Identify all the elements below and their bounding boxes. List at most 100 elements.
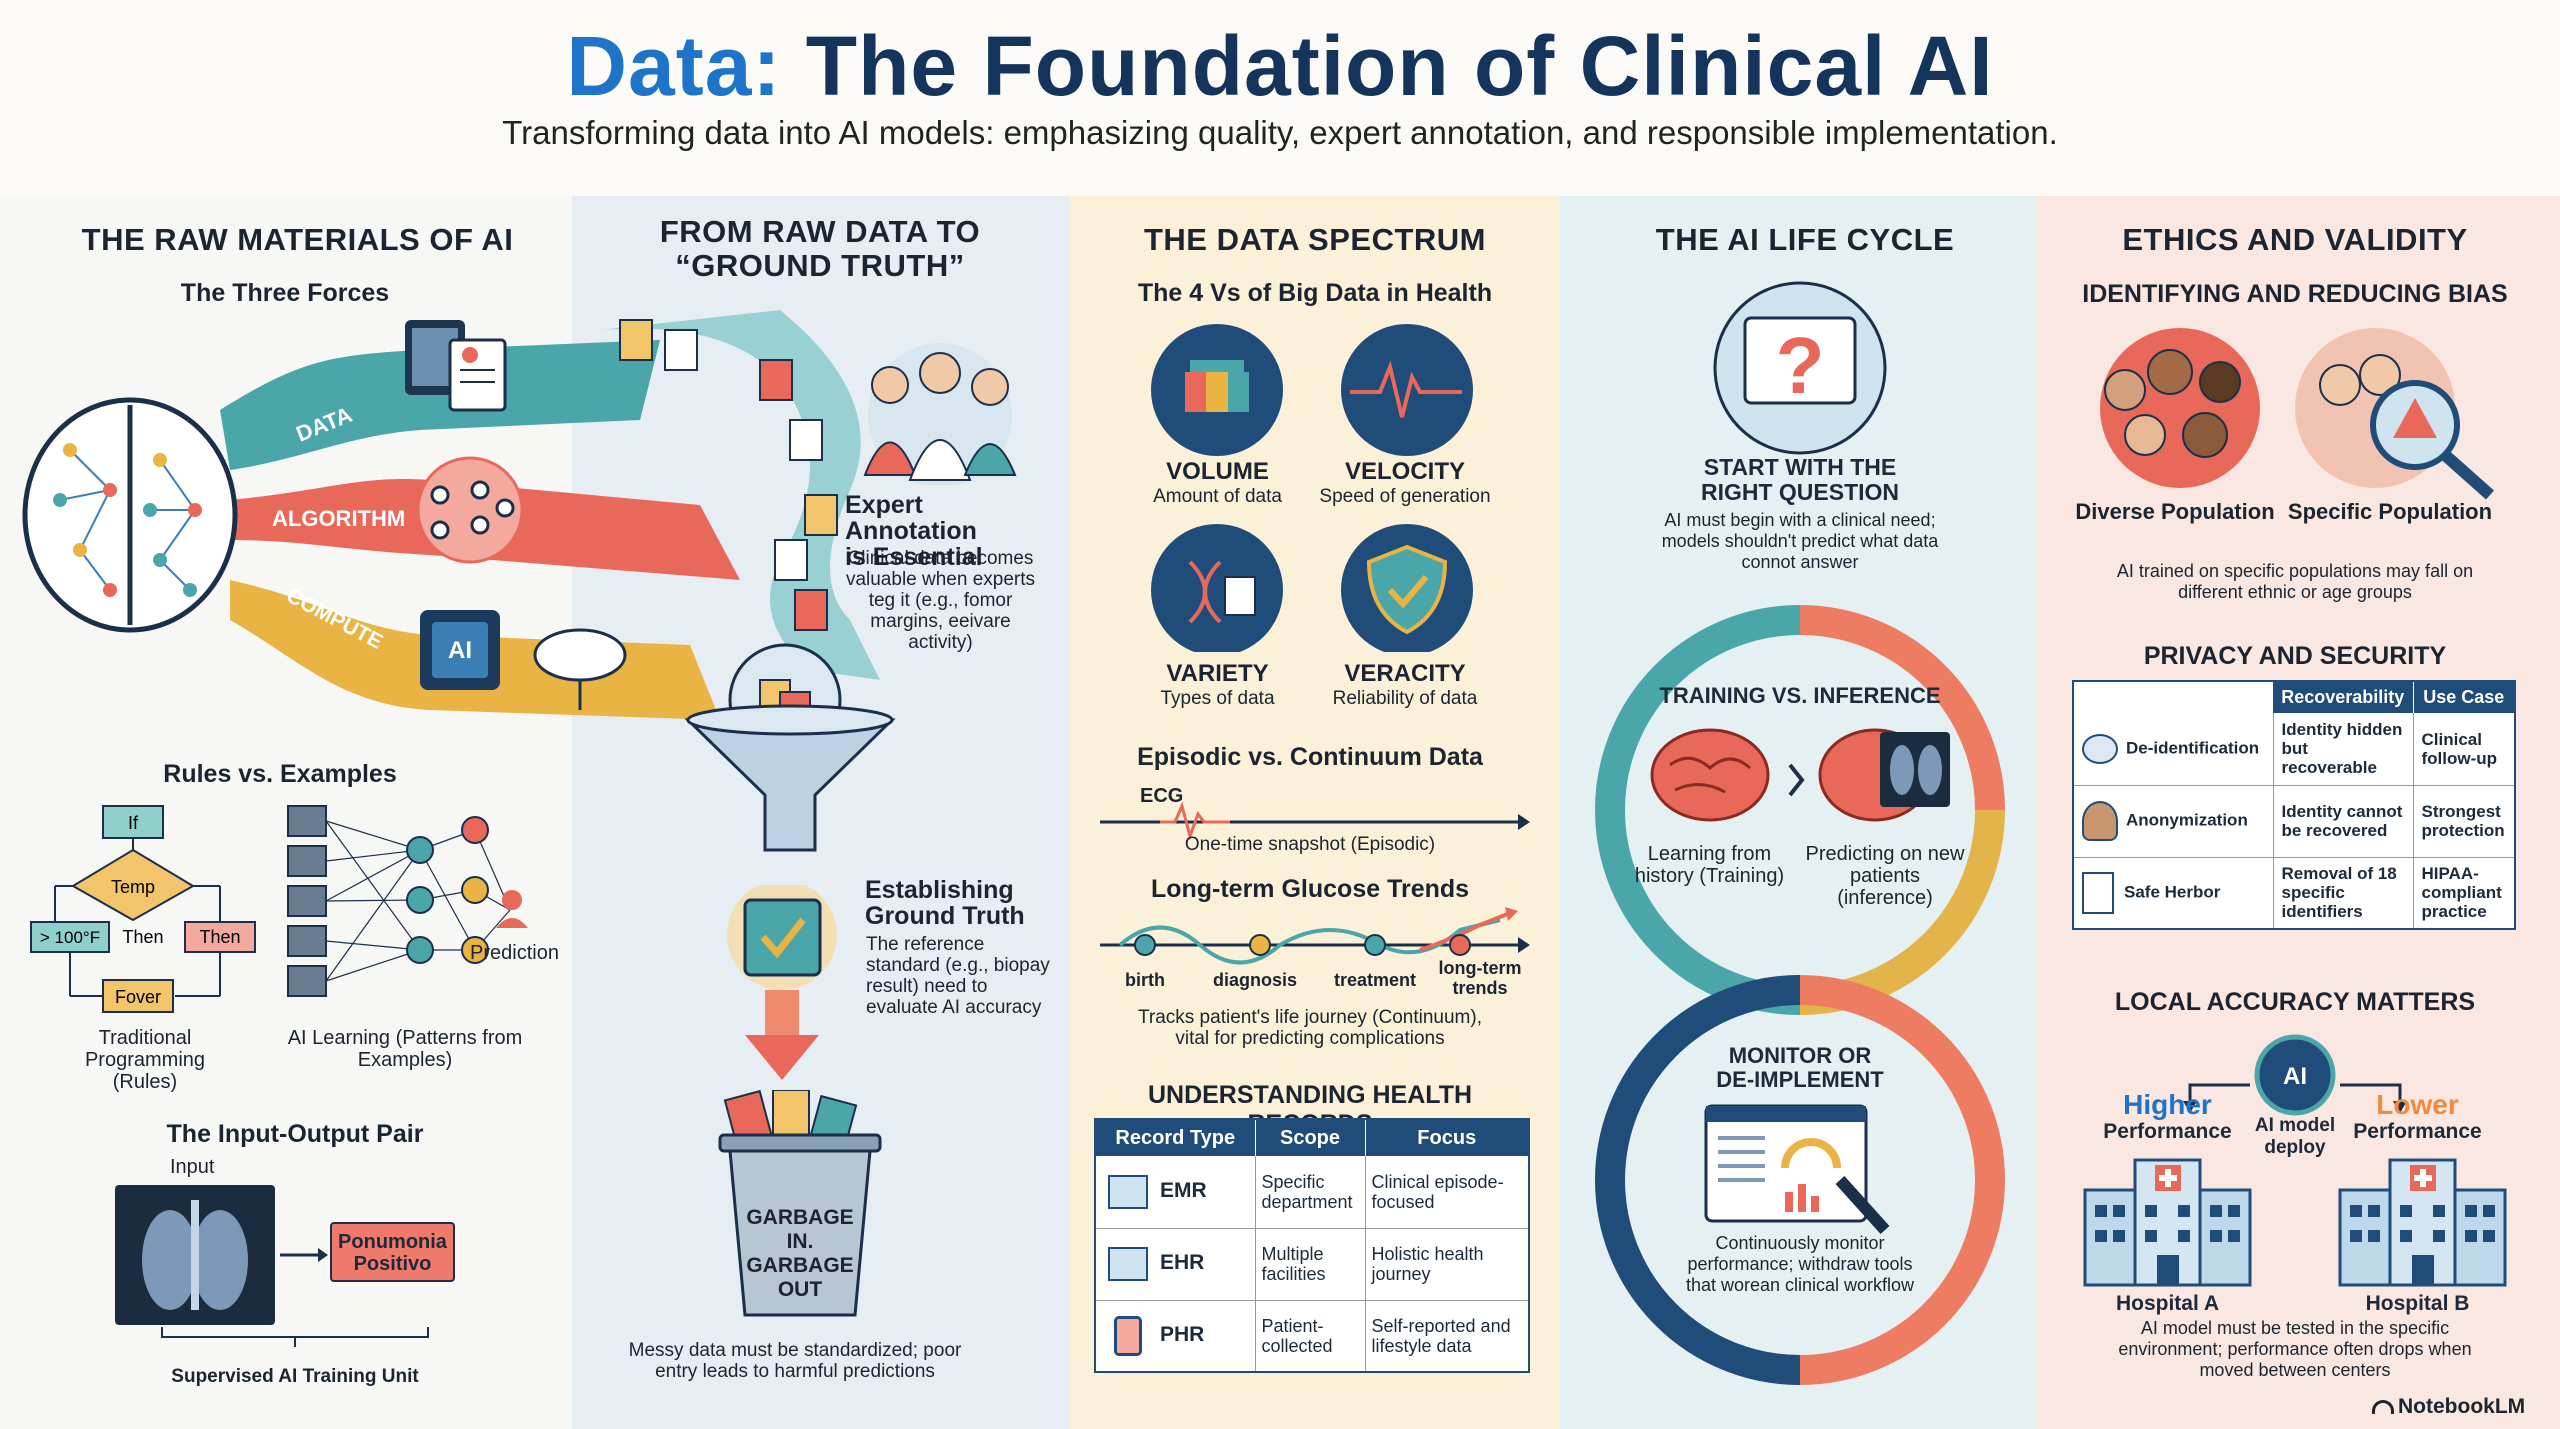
table-row: De-identification Identity hidden but re… [2073,713,2515,785]
training-inference-brains [1650,728,1950,822]
local-accuracy-title: LOCAL ACCURACY MATTERS [2114,988,2476,1016]
glucose-timeline [1100,907,1530,965]
hospital-b-label: Hospital B [2365,1292,2470,1315]
ai-life-cycle-title: THE AI LIFE CYCLE [1655,222,1955,257]
buildings-icon [1108,1247,1148,1281]
inference-label: Predicting on new patients (inference) [1805,843,1965,909]
timeline-long-term: long-term trends [1438,958,1522,998]
svg-text:If: If [128,813,139,833]
right-question-body: AI must begin with a clinical need; mode… [1661,510,1939,572]
training-label: Learning from history (Training) [1634,843,1785,887]
notebooklm-brand: NotebookLM [2372,1395,2525,1419]
bias-title: IDENTIFYING AND REDUCING BIAS [2082,280,2508,308]
episodic-line [1100,801,1530,840]
hospital-a-icon [2083,1158,2252,1287]
svg-text:Then: Then [122,927,163,947]
bias-population-illustration [2100,328,2494,500]
privacy-header-recoverability: Recoverability [2273,681,2414,713]
force-algorithm-label: ALGORITHM [272,506,405,531]
chest-xray-icon [115,1185,275,1325]
svg-text:?: ? [1776,321,1825,410]
variety-icon [1151,524,1283,652]
raw-materials-title: THE RAW MATERIALS OF AI [81,222,514,257]
traditional-programming-label: Traditional Programming (Rules) [84,1027,206,1093]
volume-icon [1151,324,1283,456]
ground-truth-body: The reference standard (e.g., biopay res… [866,934,1050,1018]
anonymous-person-icon [2082,801,2118,841]
privacy-header-use-case: Use Case [2413,681,2515,713]
traditional-flowchart: If Temp > 100°F Then Then Fover [30,805,256,1013]
four-vs-icons [1151,324,1473,652]
algorithm-network-icon [416,456,524,564]
svg-text:Then: Then [199,927,240,947]
lower-performance: Lower Performance [2353,1089,2482,1144]
training-inference-title: TRAINING VS. INFERENCE [1659,683,1941,708]
xray-document-icon [405,320,507,412]
data-stream-to-funnel [600,310,880,757]
specific-population-label: Specific Population [2287,499,2493,524]
table-row: PHR Patient-collected Self-reported and … [1095,1300,1529,1372]
records-header-focus: Focus [1417,1126,1477,1149]
episodic-title: Episodic vs. Continuum Data [1137,743,1483,771]
cloud-icon [533,628,627,710]
garbage-bin-icon [718,1090,882,1317]
expert-team-icon [863,343,1017,485]
timeline-treatment: treatment [1333,970,1417,990]
garbage-caption: Messy data must be standardized; poor en… [628,1340,962,1382]
pair-caption: Supervised AI Training Unit [171,1366,419,1387]
ecg-caption: One-time snapshot (Episodic) [1184,834,1436,855]
brain-xray-icon [1818,728,1950,822]
data-spectrum-title: THE DATA SPECTRUM [1143,222,1487,257]
ai-learning-label: AI Learning (Patterns from Examples) [287,1027,523,1071]
key-icon [2082,733,2118,764]
input-label: Input [170,1156,215,1178]
privacy-table: Recoverability Use Case De-identificatio… [2072,680,2516,930]
higher-performance: Higher Performance [2103,1089,2232,1144]
hospital-icon [1108,1174,1148,1209]
records-header-scope: Scope [1255,1119,1366,1156]
input-output-title: The Input-Output Pair [166,1120,424,1148]
bias-body: AI trained on specific populations may f… [2116,561,2474,602]
diverse-population-label: Diverse Population [2075,499,2275,524]
health-records-title: UNDERSTANDING HEALTH RECORDS [1147,1081,1473,1138]
monitor-body: Continuously monitor performance; withdr… [1685,1233,1915,1295]
diverse-population-icon [2100,328,2260,488]
ethics-title: ETHICS AND VALIDITY [2122,222,2468,257]
privacy-title: PRIVACY AND SECURITY [2143,642,2447,670]
three-forces-title: The Three Forces [180,279,390,307]
timeline-diagnosis: diagnosis [1212,970,1297,990]
timeline-birth: birth [1125,970,1165,990]
brain-icon [1650,728,1770,822]
specific-population-magnifier-icon [2295,328,2494,500]
output-label: Ponumonia Positivo [330,1222,455,1282]
page-title: Data: The Foundation of Clinical AI [566,19,1994,113]
phone-heart-icon [1114,1315,1142,1356]
brain-icon [22,397,238,633]
bracket-icon [161,1327,429,1347]
raw-to-truth-title: FROM RAW DATA TO“GROUND TRUTH” [659,214,981,283]
prediction-label: Prediction [470,942,559,964]
health-records-table: Record Type Scope Focus EMR Specific dep… [1094,1118,1530,1373]
hospitals-illustration [2083,1158,2507,1287]
monitor-dashboard-icon [1704,1104,1890,1235]
svg-text:AI: AI [448,637,472,664]
ecg-label: ECG [1140,785,1184,807]
svg-text:Fover: Fover [115,987,161,1007]
velocity-icon [1341,324,1473,456]
document-lock-icon [2082,871,2114,914]
ground-truth-check-icon [727,885,837,1080]
expert-annotation-body: Clinical data becomes valuable when expe… [845,548,1036,653]
local-accuracy-body: AI model must be tested in the specific … [2118,1318,2472,1380]
table-row: Safe Herbor Removal of 18 specific ident… [2073,857,2515,929]
continuum-caption: Tracks patient's life journey (Continuum… [1137,1007,1482,1049]
table-row: EHR Multiple facilities Holistic health … [1095,1228,1529,1300]
document-icons [619,319,838,631]
